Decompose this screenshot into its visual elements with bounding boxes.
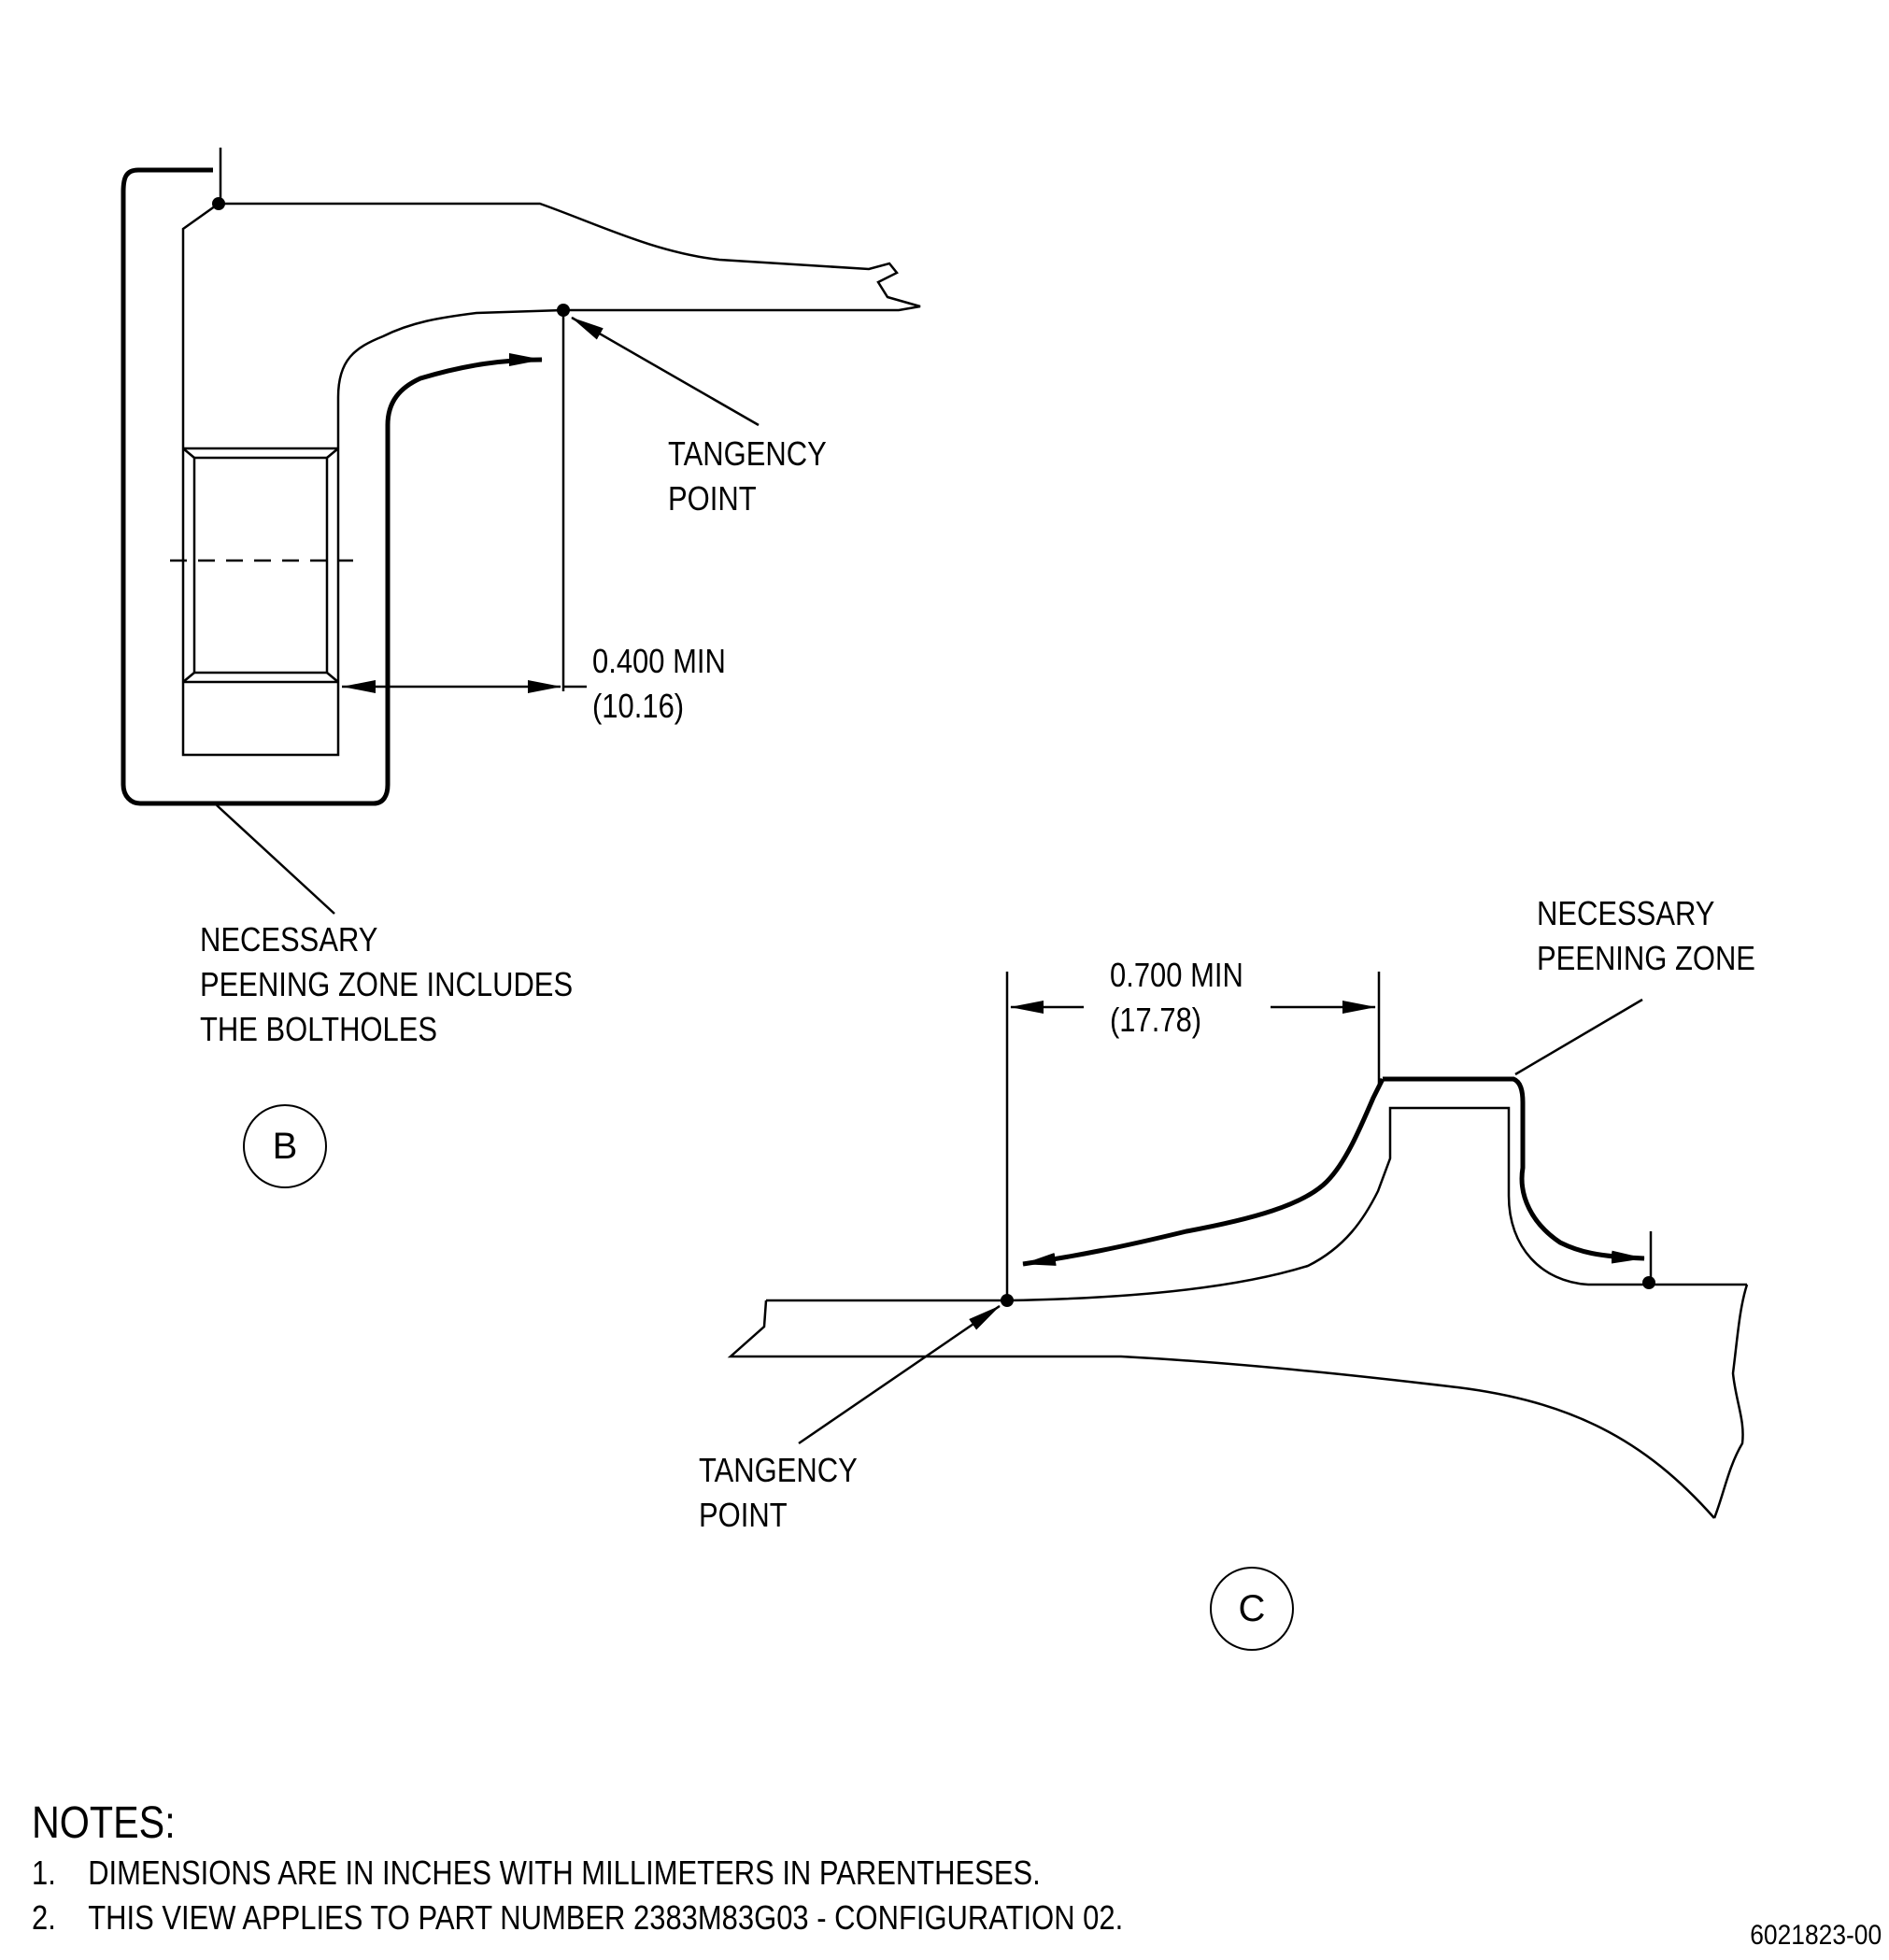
view-c-end-point xyxy=(1642,1276,1655,1289)
note-1-number: 1. xyxy=(32,1853,56,1892)
view-b-zone-line-1: NECESSARY xyxy=(200,920,378,959)
view-c-tangency-line-1: TANGENCY xyxy=(699,1451,858,1489)
view-c-tangency-leader xyxy=(798,1304,1001,1445)
figure-code: 6021823-00 xyxy=(1750,1920,1882,1951)
note-1-text: DIMENSIONS ARE IN INCHES WITH MILLIMETER… xyxy=(88,1853,1041,1892)
view-c-bubble: C xyxy=(1210,1567,1294,1651)
view-c-zone-line-2: PEENING ZONE xyxy=(1537,939,1755,977)
view-c-zone-line-1: NECESSARY xyxy=(1537,894,1715,932)
view-b-top-point xyxy=(212,197,225,210)
view-c-dimension-label: 0.700 MIN (17.78) xyxy=(1110,953,1243,1043)
view-b-tangency-line-2: POINT xyxy=(668,479,757,518)
view-c-peening-zone xyxy=(1022,1076,1645,1267)
view-b-zone-line-3: THE BOLTHOLES xyxy=(200,1010,438,1048)
note-2-text: THIS VIEW APPLIES TO PART NUMBER 2383M83… xyxy=(88,1898,1124,1937)
view-c-tangency-line-2: POINT xyxy=(699,1496,788,1534)
view-b-tangency-leader xyxy=(571,316,760,427)
view-c-tangency-point xyxy=(1001,1294,1014,1307)
view-b-peening-zone xyxy=(121,167,543,806)
view-b-bubble: B xyxy=(243,1104,327,1188)
view-c-zone-label: NECESSARY PEENING ZONE xyxy=(1537,891,1755,981)
view-b-dimension-inches: 0.400 MIN xyxy=(592,642,726,680)
note-2: 2. THIS VIEW APPLIES TO PART NUMBER 2383M… xyxy=(32,1898,1123,1938)
note-2-number: 2. xyxy=(32,1898,56,1937)
note-1: 1. DIMENSIONS ARE IN INCHES WITH MILLIMET… xyxy=(32,1853,1041,1893)
view-c-tangency-label: TANGENCY POINT xyxy=(699,1448,858,1538)
view-b-dimension-arrow-left xyxy=(342,680,376,693)
view-b-zone-leader xyxy=(216,804,335,915)
view-b-bubble-letter: B xyxy=(272,1125,298,1167)
view-b-dimension-mm: (10.16) xyxy=(592,687,685,725)
view-b-tangency-label: TANGENCY POINT xyxy=(668,432,827,521)
view-b-zone-line-2: PEENING ZONE INCLUDES xyxy=(200,965,574,1003)
view-b-part-outline xyxy=(181,202,921,757)
view-c-dimension-mm: (17.78) xyxy=(1110,1001,1202,1039)
view-b-tangency-line-1: TANGENCY xyxy=(668,434,827,473)
view-b-dimension-label: 0.400 MIN (10.16) xyxy=(592,639,726,729)
view-c-dimension-inches: 0.700 MIN xyxy=(1110,956,1243,994)
view-c-part-outline xyxy=(727,1106,1749,1519)
view-c-zone-leader xyxy=(1514,998,1643,1076)
view-c-bubble-letter: C xyxy=(1238,1587,1266,1629)
view-b-zone-label: NECESSARY PEENING ZONE INCLUDES THE BOLT… xyxy=(200,917,573,1052)
notes-title: NOTES: xyxy=(32,1798,176,1848)
